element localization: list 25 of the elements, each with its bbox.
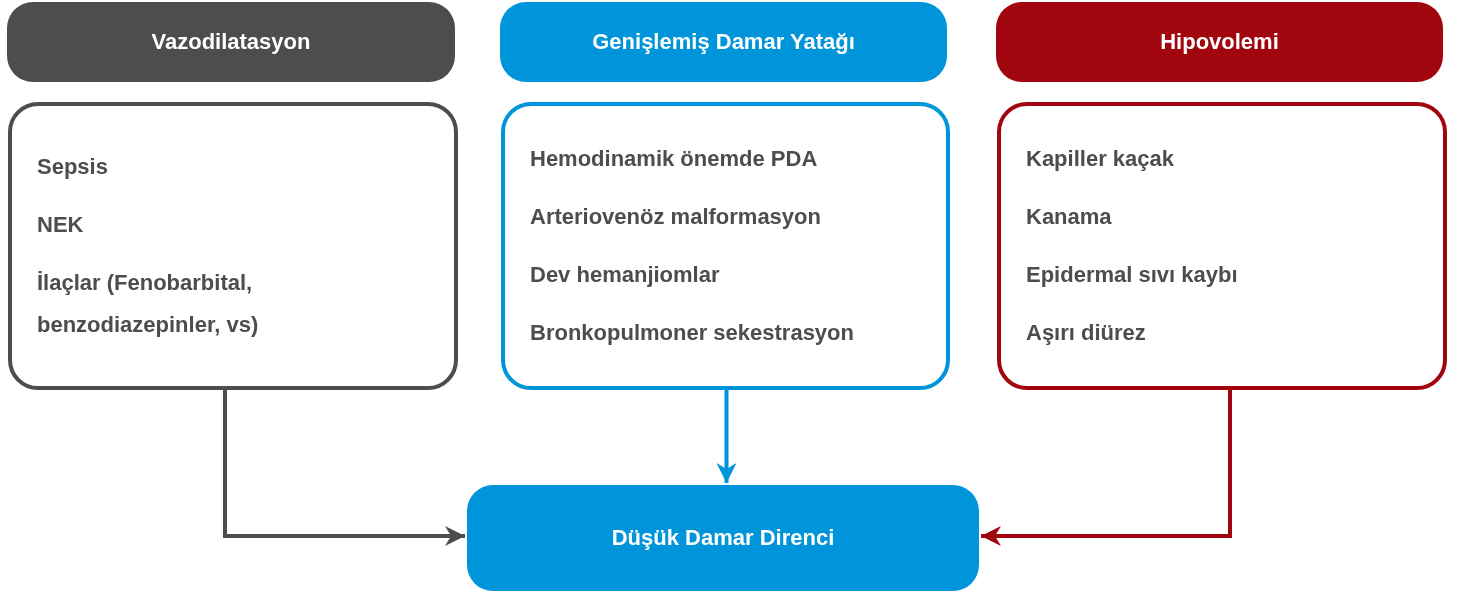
- arrow: [981, 390, 1232, 546]
- header-text: Düşük Damar Direnci: [611, 525, 835, 551]
- list-item: Arteriovenöz malformasyon: [530, 203, 822, 231]
- list-item: Bronkopulmoner sekestrasyon: [530, 319, 855, 347]
- list-item: Hemodinamik önemde PDA: [530, 145, 819, 173]
- list-item: Dev hemanjiomlar: [530, 261, 721, 289]
- list-item: Kapiller kaçak: [1026, 145, 1175, 173]
- header-box: [500, 2, 947, 82]
- header-text: Genişlemiş Damar Yatağı: [592, 29, 855, 55]
- list-item: Kanama: [1026, 203, 1113, 231]
- list-item: Sepsis: [37, 153, 109, 181]
- list-item: Epidermal sıvı kaybı: [1026, 261, 1239, 289]
- content-box: [997, 102, 1447, 390]
- list-item: Aşırı diürez: [1026, 319, 1147, 347]
- content-box: [501, 102, 950, 390]
- header-box: [996, 2, 1443, 82]
- arrow: [223, 390, 465, 546]
- arrow: [716, 390, 737, 483]
- header-text: Vazodilatasyon: [151, 29, 311, 55]
- content-box: [8, 102, 458, 390]
- header-box: [467, 485, 979, 591]
- header-text: Hipovolemi: [1160, 29, 1279, 55]
- list-item: NEK: [37, 211, 85, 239]
- header-box: [7, 2, 455, 82]
- list-item: İlaçlar (Fenobarbital, benzodiazepinler, vs): [37, 269, 260, 339]
